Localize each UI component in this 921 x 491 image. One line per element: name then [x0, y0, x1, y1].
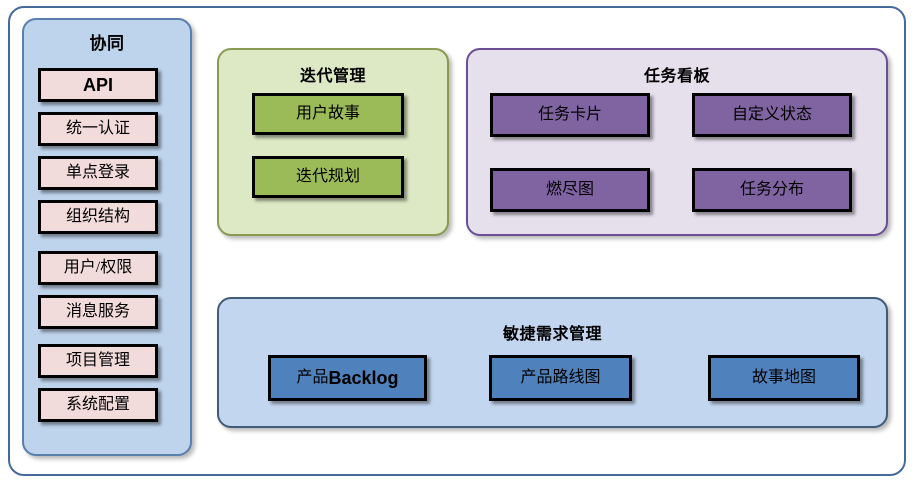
collaboration-item-users-permissions[interactable]: 用户/权限 — [38, 251, 158, 285]
group-panel-iteration[interactable]: 迭代管理 — [217, 48, 449, 236]
collaboration-item-org-structure[interactable]: 组织结构 — [38, 200, 158, 234]
collaboration-item-system-config[interactable]: 系统配置 — [38, 388, 158, 422]
iteration-item-iteration-planning[interactable]: 迭代规划 — [252, 156, 404, 198]
collaboration-item-message-service[interactable]: 消息服务 — [38, 295, 158, 329]
outer-frame — [8, 6, 906, 476]
collaboration-item-api[interactable]: API — [38, 68, 158, 102]
taskboard-item-burndown-chart[interactable]: 燃尽图 — [490, 168, 650, 212]
group-title-taskboard: 任务看板 — [643, 68, 710, 85]
taskboard-item-task-card[interactable]: 任务卡片 — [490, 93, 650, 137]
agile-item-product-backlog-prefix: 产品 — [296, 369, 329, 386]
iteration-item-user-story[interactable]: 用户故事 — [252, 93, 404, 135]
collaboration-item-unified-auth[interactable]: 统一认证 — [38, 112, 158, 146]
collaboration-item-single-sign-on[interactable]: 单点登录 — [38, 156, 158, 190]
taskboard-item-task-distribution[interactable]: 任务分布 — [692, 168, 852, 212]
group-title-agile: 敏捷需求管理 — [502, 326, 602, 343]
taskboard-item-custom-status[interactable]: 自定义状态 — [692, 93, 852, 137]
agile-item-story-map[interactable]: 故事地图 — [708, 355, 860, 401]
group-title-collaboration: 协同 — [89, 34, 125, 53]
agile-item-product-backlog-bold: Backlog — [328, 368, 399, 388]
collaboration-item-project-management[interactable]: 项目管理 — [38, 344, 158, 378]
group-title-iteration: 迭代管理 — [299, 68, 366, 85]
agile-item-product-roadmap[interactable]: 产品路线图 — [489, 355, 632, 401]
